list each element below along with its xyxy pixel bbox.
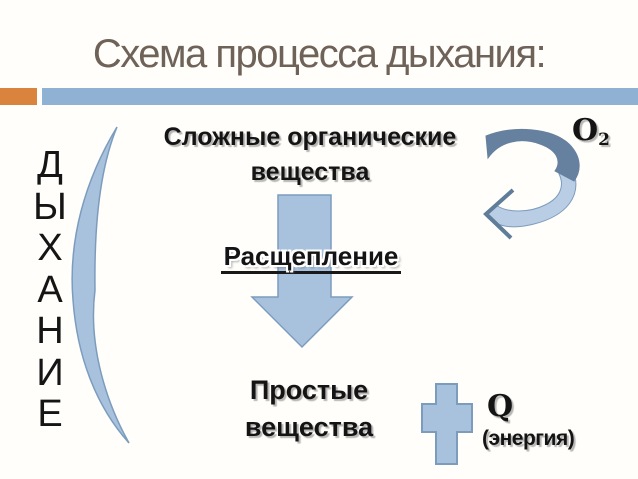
header-divider-bar (42, 88, 638, 105)
vertical-letter: Ы (33, 185, 67, 228)
oxygen-subscript: 2 (598, 130, 610, 150)
oxygen-symbol: О (572, 113, 599, 148)
curved-arrow-light-band (485, 169, 577, 228)
header-accent-square (0, 88, 37, 105)
plus-icon (421, 383, 473, 465)
page-title: Схема процесса дыхания: (92, 32, 547, 76)
vertical-letter: А (37, 268, 63, 311)
label-line: вещества (244, 412, 374, 442)
curved-arrow-dark-band (485, 128, 580, 182)
label-line: вещества (250, 158, 370, 186)
energy-label: (энергия) (482, 427, 575, 450)
vertical-letter: Х (37, 227, 63, 269)
process-label: Расщепление (220, 243, 402, 274)
vertical-letter: Д (37, 144, 63, 186)
process-label-wrap: Расщепление (150, 243, 472, 274)
o2-curved-arrow-icon (483, 128, 580, 240)
energy-q-label: Q (487, 389, 514, 424)
vertical-letter: Н (36, 310, 64, 352)
simple-substances-label: Простые вещества (150, 372, 468, 446)
left-parenthesis-icon (71, 126, 130, 444)
complex-substances-label: Сложные органические вещества (152, 120, 468, 190)
vertical-letter: Е (37, 393, 63, 435)
vertical-letter: И (36, 351, 64, 394)
curved-arrow-head (483, 188, 515, 240)
label-line: Сложные органические (163, 123, 457, 151)
oxygen-label: О2 (572, 116, 610, 149)
label-line: Простые (249, 375, 369, 405)
breathing-vertical-label: Д Ы Х А Н И Е (24, 144, 76, 436)
